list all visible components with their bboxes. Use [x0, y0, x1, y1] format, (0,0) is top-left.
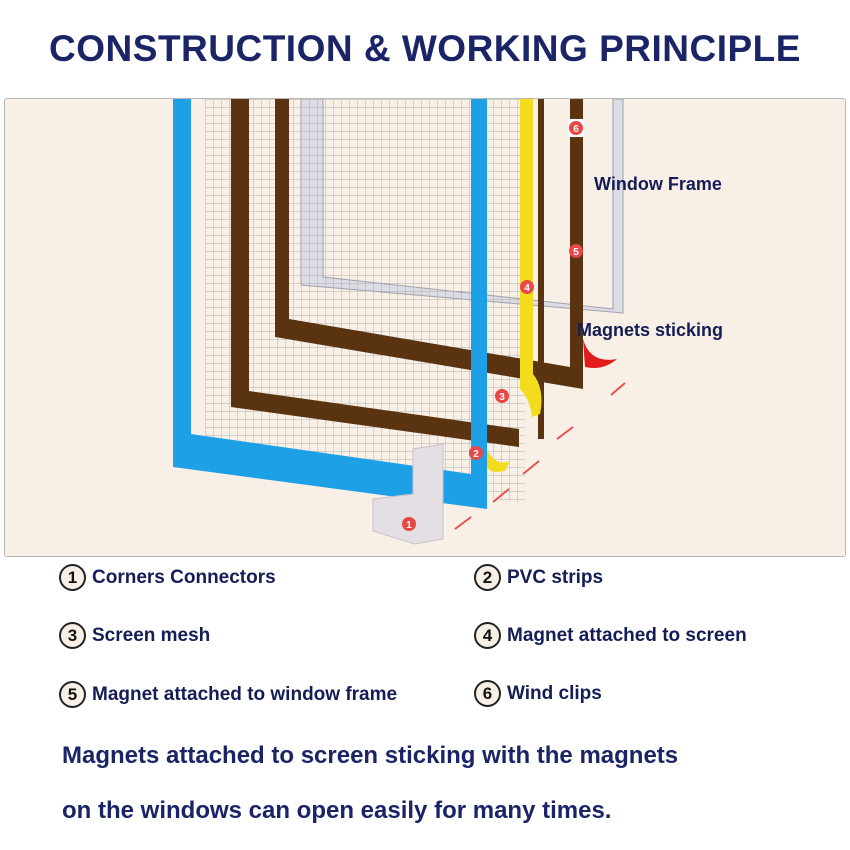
legend-number: 6	[474, 680, 501, 707]
legend-label: PVC strips	[507, 566, 604, 588]
exploded-frame-diagram: 1 2 3 4 5 6	[173, 99, 626, 545]
marker-3: 3	[499, 392, 505, 403]
marker-6: 6	[573, 124, 579, 135]
legend-number: 3	[59, 622, 86, 649]
legend-label: Screen mesh	[92, 624, 211, 646]
marker-4: 4	[524, 283, 530, 294]
legend-label: Wind clips	[507, 682, 602, 704]
corner-connector	[372, 443, 444, 545]
legend-item-5: 5 Magnet attached to window frame	[59, 681, 397, 708]
legend-label: Corners Connectors	[92, 566, 276, 588]
marker-5: 5	[573, 247, 579, 258]
arrow-icon	[522, 460, 540, 475]
red-magnet-curl	[583, 339, 617, 368]
brown-strip	[538, 99, 544, 439]
page-title: CONSTRUCTION & WORKING PRINCIPLE	[49, 28, 801, 69]
legend-item-2: 2 PVC strips	[474, 564, 603, 591]
legend-number: 2	[474, 564, 501, 591]
label-magnets-sticking: Magnets sticking	[577, 320, 724, 340]
arrow-icon	[556, 426, 574, 440]
arrows	[454, 382, 626, 530]
arrow-icon	[492, 488, 510, 503]
arrow-icon	[610, 382, 626, 396]
yellow-magnet-strip	[520, 99, 542, 417]
legend-label: Magnet attached to window frame	[92, 683, 398, 705]
legend-item-6: 6 Wind clips	[474, 680, 602, 707]
legend-number: 5	[59, 681, 86, 708]
diagram-panel: 1 2 3 4 5 6 Window Frame Magnets stickin…	[4, 98, 846, 557]
legend-item-4: 4 Magnet attached to screen	[474, 622, 747, 649]
footer-description: Magnets attached to screen sticking with…	[62, 728, 832, 838]
marker-1: 1	[406, 520, 412, 531]
yellow-pvc-curl	[487, 449, 510, 472]
legend-label: Magnet attached to screen	[507, 624, 747, 646]
arrow-icon	[454, 516, 472, 530]
label-window-frame: Window Frame	[594, 174, 722, 194]
marker-2: 2	[473, 449, 479, 460]
legend-number: 4	[474, 622, 501, 649]
legend-item-3: 3 Screen mesh	[59, 622, 210, 649]
blue-pvc-frame	[173, 99, 487, 509]
footer-line-1: Magnets attached to screen sticking with…	[62, 742, 679, 769]
legend-item-1: 1 Corners Connectors	[59, 564, 276, 591]
footer-line-2: on the windows can open easily for many …	[62, 797, 612, 824]
legend-number: 1	[59, 564, 86, 591]
